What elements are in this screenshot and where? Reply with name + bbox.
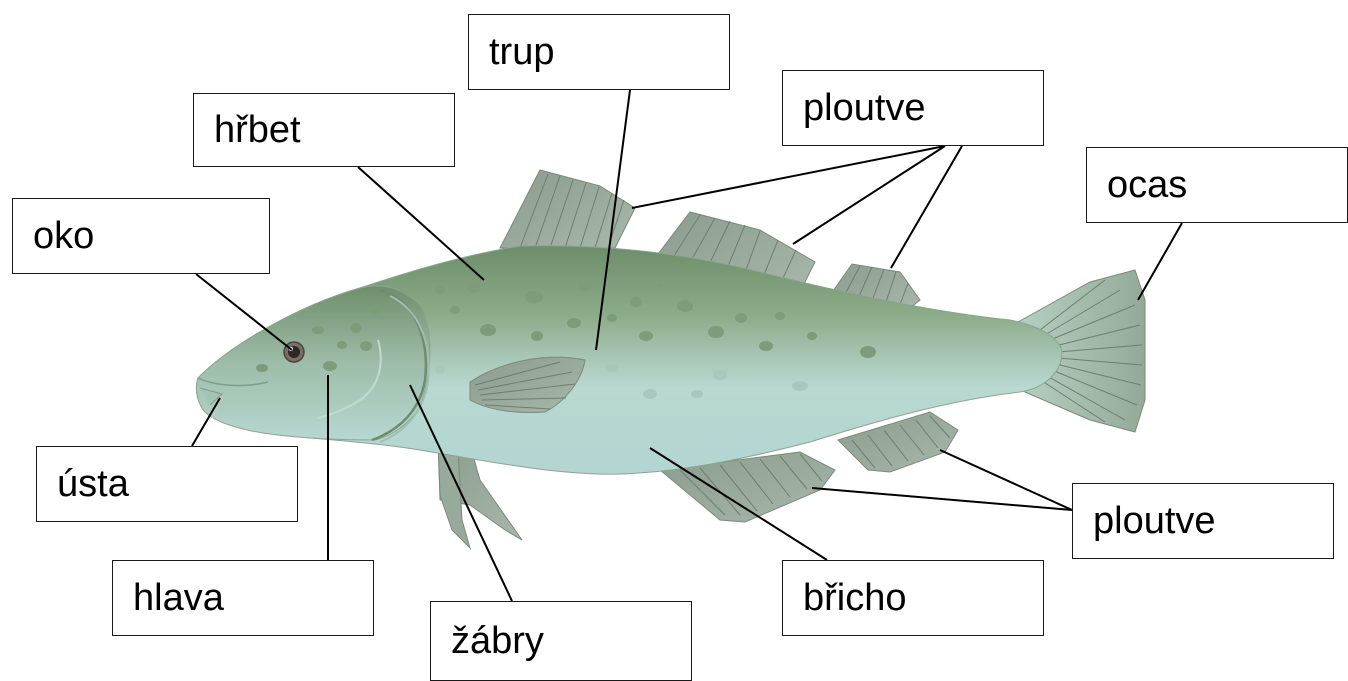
label-usta-text: ústa	[57, 463, 129, 506]
label-ploutve-dorsal: ploutve	[782, 70, 1044, 146]
label-trup: trup	[468, 14, 730, 90]
label-ploutve-dorsal-text: ploutve	[803, 87, 926, 130]
label-bricho-text: břicho	[803, 577, 907, 620]
label-oko: oko	[12, 198, 270, 274]
label-hrbet-text: hřbet	[214, 109, 301, 152]
leader-ocas	[1138, 223, 1182, 300]
label-zabry-text: žábry	[451, 620, 544, 663]
label-ocas-text: ocas	[1107, 164, 1187, 207]
label-hlava-text: hlava	[133, 577, 224, 620]
label-oko-text: oko	[33, 215, 94, 258]
label-zabry: žábry	[430, 601, 692, 681]
label-usta: ústa	[36, 446, 298, 522]
label-trup-text: trup	[489, 31, 554, 74]
leader-hrbet	[358, 167, 484, 280]
label-ploutve-ventral: ploutve	[1072, 483, 1334, 559]
label-ocas: ocas	[1086, 147, 1348, 223]
label-hlava: hlava	[112, 560, 374, 636]
leader-oko	[196, 274, 292, 350]
label-bricho: břicho	[782, 560, 1044, 636]
leader-ploutve-top-3	[891, 146, 962, 268]
label-hrbet: hřbet	[193, 93, 455, 167]
label-ploutve-ventral-text: ploutve	[1093, 500, 1216, 543]
